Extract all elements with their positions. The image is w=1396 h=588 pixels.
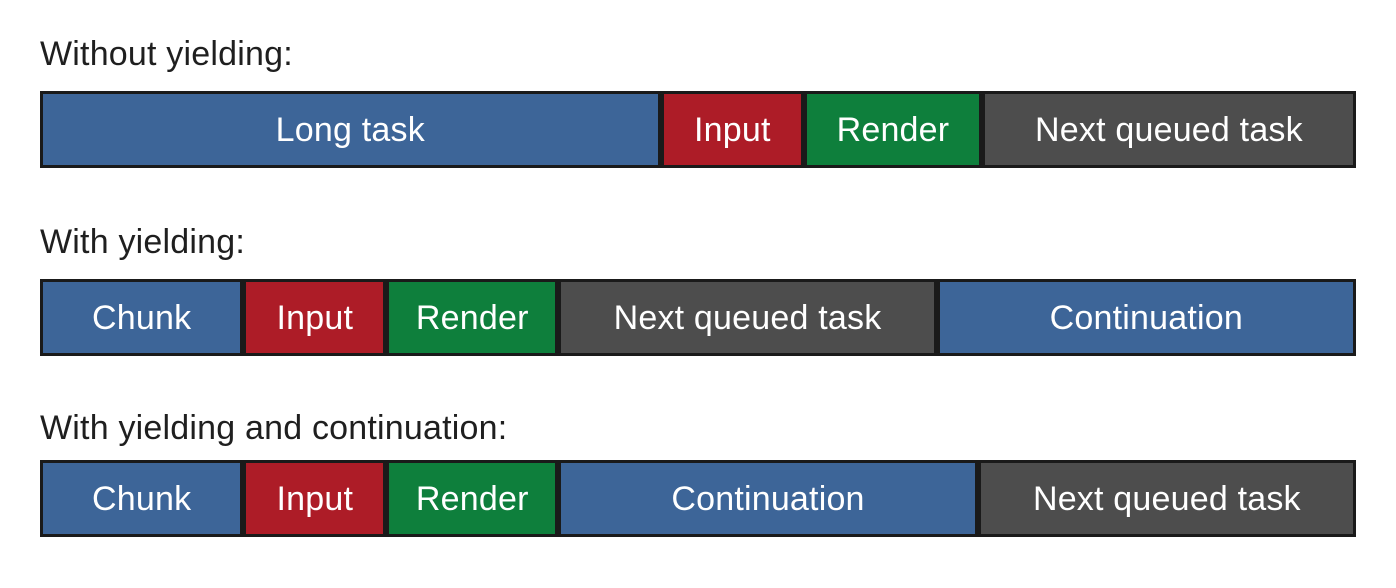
segment-label: Next queued task — [613, 298, 882, 337]
segment-input: Input — [240, 463, 384, 534]
segment-label: Chunk — [92, 479, 192, 518]
segment-continuation: Continuation — [555, 463, 975, 534]
segment-label: Input — [693, 110, 771, 149]
segment-label: Chunk — [92, 298, 192, 337]
segment-chunk: Chunk — [43, 463, 241, 534]
segment-chunk: Chunk — [43, 282, 241, 353]
segment-label: Render — [836, 110, 950, 149]
timeline-bar: Long task Input Render Next queued task — [40, 91, 1356, 168]
timeline-bar: Chunk Input Render Continuation Next queued … — [40, 460, 1356, 537]
segment-label: Render — [415, 298, 529, 337]
row-title: With yielding and continuation: — [40, 409, 508, 447]
segment-label: Next queued task — [1032, 479, 1301, 518]
segment-next-queued-task: Next queued task — [555, 282, 934, 353]
segment-render: Render — [383, 282, 556, 353]
segment-input: Input — [240, 282, 384, 353]
segment-label: Continuation — [671, 479, 865, 518]
segment-label: Continuation — [1049, 298, 1243, 337]
row-title: Without yielding: — [40, 35, 293, 73]
segment-label: Next queued task — [1035, 110, 1303, 149]
segment-label: Render — [415, 479, 529, 518]
segment-render: Render — [801, 94, 979, 165]
segment-render: Render — [383, 463, 556, 534]
segment-continuation: Continuation — [933, 282, 1353, 353]
segment-label: Long task — [275, 110, 425, 149]
segment-next-queued-task: Next queued task — [974, 463, 1353, 534]
segment-label: Input — [276, 479, 354, 518]
segment-label: Input — [276, 298, 354, 337]
segment-input: Input — [657, 94, 802, 165]
timeline-row-with-yielding: With yielding: Chunk Input Render Next queue… — [40, 222, 1356, 356]
timeline-row-without-yielding: Without yielding: Long task Input Render Nex… — [40, 34, 1356, 168]
row-title: With yielding: — [40, 223, 245, 261]
segment-next-queued-task: Next queued task — [978, 94, 1353, 165]
timeline-bar: Chunk Input Render Next queued task Continua… — [40, 279, 1356, 356]
segment-long-task: Long task — [43, 94, 658, 165]
timeline-row-with-yielding-and-continuation: With yielding and continuation: Chunk Inpu… — [40, 408, 1356, 537]
